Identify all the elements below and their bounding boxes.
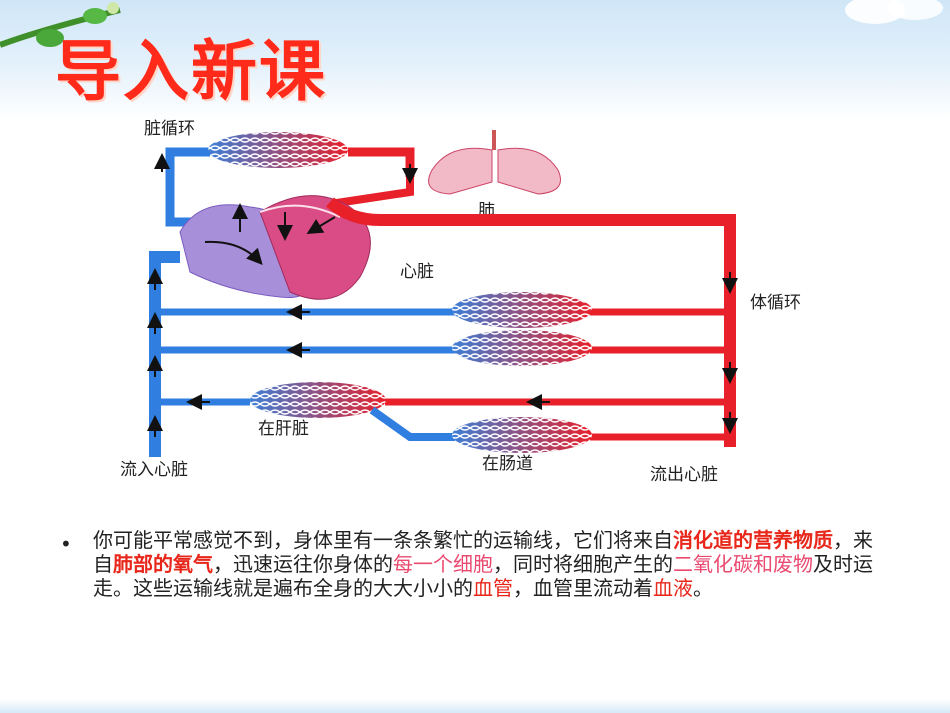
text-span: 你可能平常感觉不到，身体里有一条条繁忙的运输线，它们将来自 <box>93 528 673 552</box>
flow-out-label: 流出心脏 <box>650 465 718 485</box>
body-circulation-label: 体循环 <box>750 293 801 313</box>
text-span: ，血管里流动着 <box>513 576 653 600</box>
description-paragraph: 你可能平常感觉不到，身体里有一条条繁忙的运输线，它们将来自消化道的营养物质，来自… <box>93 528 883 600</box>
heart-label: 心脏 <box>400 262 434 282</box>
flow-in-label: 流入心脏 <box>120 460 188 480</box>
liver-label: 在肝脏 <box>258 419 309 439</box>
pulmonary-vein <box>348 147 415 177</box>
text-span: ，来自 <box>93 528 873 576</box>
lung-circulation-label: 脏循环 <box>144 119 195 139</box>
circulation-diagram: 脏循环 肺 心脏 <box>120 119 801 485</box>
highlight-blood: 血液 <box>653 576 693 600</box>
text-span: 。 <box>693 576 713 600</box>
highlight-co2-waste: 二氧化碳和废物 <box>673 552 813 576</box>
highlight-blood-vessels: 血管 <box>473 576 513 600</box>
aorta <box>325 197 736 447</box>
bottom-band <box>0 699 950 713</box>
cloud-decoration-icon <box>845 0 943 24</box>
text-span: ，迅速运往你身体的 <box>213 552 393 576</box>
systemic-circuit: 在肝脏 在肠道 体循环 流入心脏 流出心脏 <box>120 197 801 485</box>
leaf-decoration-icon <box>0 2 121 48</box>
intestine-label: 在肠道 <box>482 454 533 474</box>
page-title: 导入新课 <box>55 33 327 110</box>
highlight-oxygen: 肺部的氧气 <box>113 552 213 576</box>
text-span: ，同时将细胞产生的 <box>493 552 673 576</box>
bullet-icon: • <box>60 532 72 556</box>
heart-icon: 心脏 <box>179 195 434 300</box>
highlight-cells: 每一个细胞 <box>393 552 493 576</box>
highlight-nutrients: 消化道的营养物质 <box>673 528 833 552</box>
text-span: 及时运走。这些运输线就是遍布全身的大大小小的 <box>93 552 873 600</box>
sky-background <box>0 0 950 120</box>
lung-icon: 肺 <box>428 130 561 221</box>
vena-cava <box>149 251 180 457</box>
